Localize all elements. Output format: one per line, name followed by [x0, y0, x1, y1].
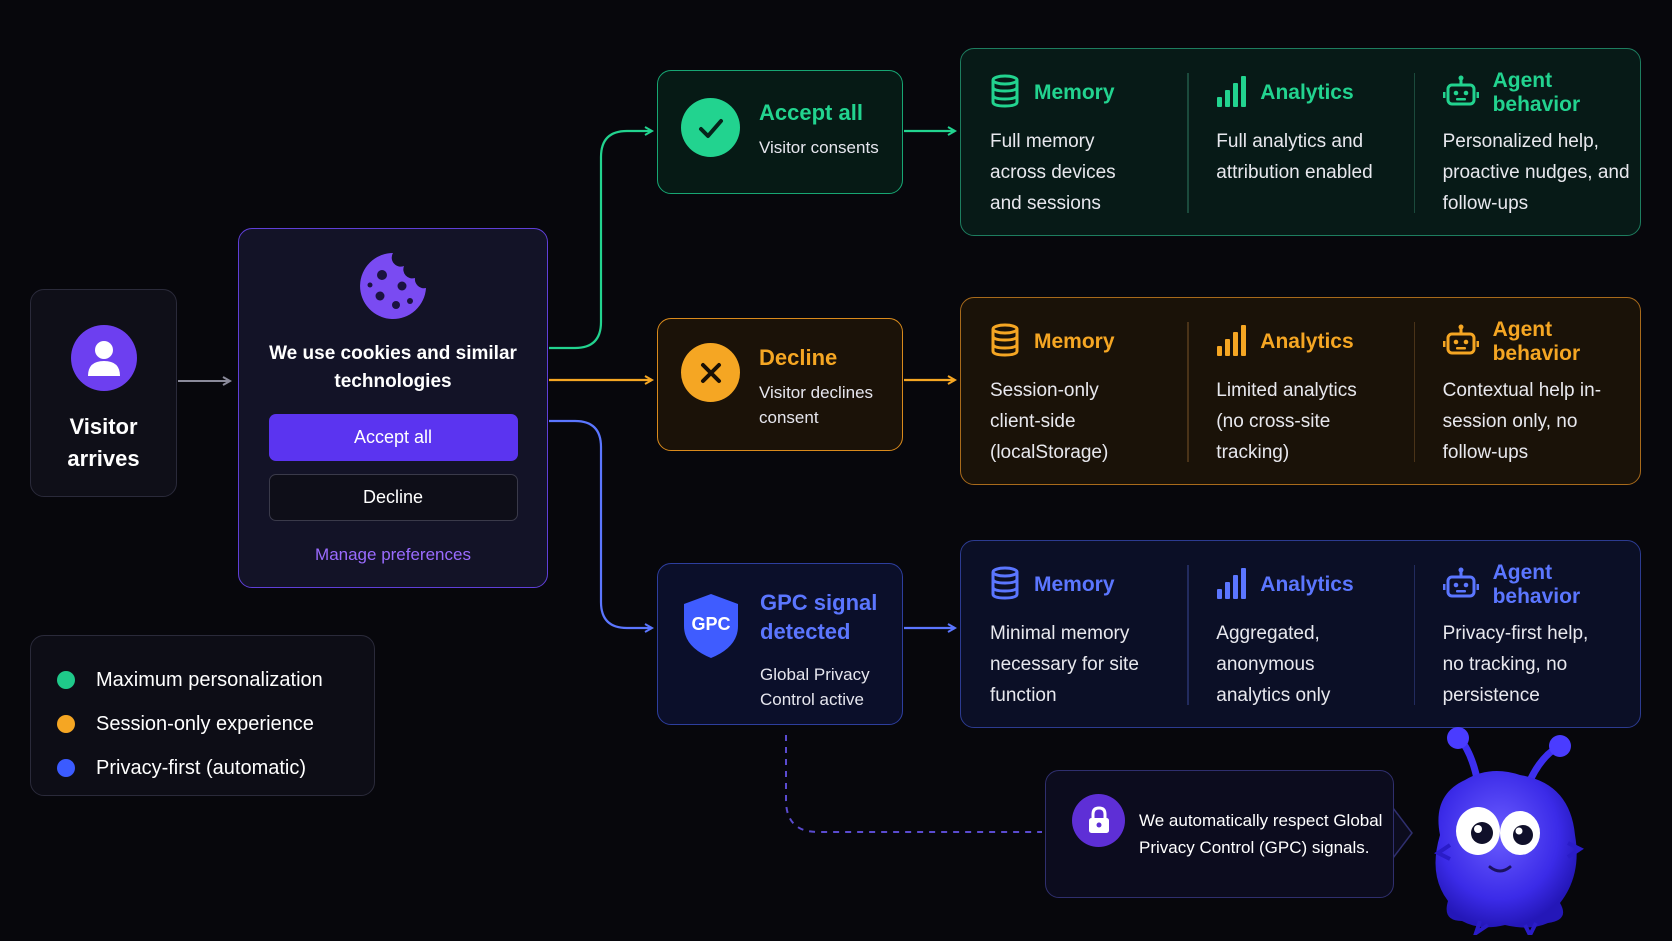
outcome-memory: Memory Session-only client-side (localSt…: [961, 298, 1187, 484]
outcome-memory: Memory Minimal memory necessary for site…: [961, 541, 1187, 727]
outcome-decline-panel: Memory Session-only client-side (localSt…: [960, 297, 1641, 485]
outcome-body: Session-only client-side (localStorage): [990, 380, 1109, 463]
x-icon: [681, 343, 740, 402]
database-icon: [990, 74, 1020, 113]
decision-subtitle: Visitor declines consent: [759, 383, 874, 427]
outcome-gpc-panel: Memory Minimal memory necessary for site…: [960, 540, 1641, 728]
legend-item: Privacy-first (automatic): [57, 746, 374, 790]
decision-subtitle: Visitor consents: [759, 138, 879, 157]
outcome-analytics: Analytics Aggregated, anonymous analytic…: [1187, 541, 1413, 727]
visitor-label-line1: Visitor: [69, 414, 138, 439]
outcome-body: Limited analytics (no cross-site trackin…: [1216, 380, 1357, 463]
robot-icon: [1442, 324, 1480, 361]
outcome-body: Full analytics and attribution enabled: [1216, 131, 1373, 183]
gpc-note: We automatically respect Global Privacy …: [1045, 770, 1394, 898]
decision-title: Decline: [759, 345, 838, 370]
cookie-icon: [358, 251, 428, 326]
gpc-note-text: We automatically respect Global Privacy …: [1139, 811, 1383, 857]
outcome-title: Memory: [1034, 573, 1115, 596]
outcome-title: Analytics: [1260, 330, 1354, 353]
lock-icon: [1072, 793, 1125, 847]
outcome-analytics: Analytics Limited analytics (no cross-si…: [1187, 298, 1413, 484]
outcome-title: Memory: [1034, 330, 1115, 353]
decision-decline: Decline Visitor declines consent: [657, 318, 903, 451]
legend-item: Maximum personalization: [57, 658, 374, 702]
outcome-body: Personalized help, proactive nudges, and…: [1442, 131, 1630, 214]
mascot-illustration: [1420, 725, 1590, 940]
bar-chart-icon: [1216, 324, 1247, 361]
legend: Maximum personalization Session-only exp…: [30, 635, 375, 796]
outcome-agent: Agent behavior Personalized help, proact…: [1413, 49, 1640, 235]
decision-title: GPC signal detected: [760, 590, 878, 644]
outcome-body: Minimal memory necessary for site functi…: [990, 623, 1139, 706]
dashed-gpc-to-note: [785, 735, 1042, 833]
decision-subtitle: Global Privacy Control active: [760, 665, 870, 709]
outcome-agent: Agent behavior Privacy-first help, no tr…: [1413, 541, 1640, 727]
outcome-memory: Memory Full memory across devices and se…: [961, 49, 1187, 235]
note-tail: [1392, 807, 1413, 859]
outcome-title: Analytics: [1260, 573, 1354, 596]
outcome-title: Agent behavior: [1492, 69, 1581, 116]
legend-label: Privacy-first (automatic): [96, 756, 307, 779]
arrow-consent-to-accept: [549, 131, 652, 350]
consent-message: We use cookies and similar technologies: [269, 343, 517, 392]
user-icon: [70, 325, 137, 391]
cookie-consent-card: We use cookies and similar technologies …: [238, 228, 548, 588]
legend-label: Maximum personalization: [96, 668, 323, 691]
outcome-analytics: Analytics Full analytics and attribution…: [1187, 49, 1413, 235]
decision-accept: Accept all Visitor consents: [657, 70, 903, 194]
robot-icon: [1442, 75, 1480, 112]
shield-icon: GPC: [681, 592, 741, 660]
outcome-body: Aggregated, anonymous analytics only: [1216, 623, 1331, 706]
outcome-body: Privacy-first help, no tracking, no pers…: [1442, 623, 1589, 706]
legend-dot-blue: [57, 759, 75, 777]
arrow-consent-to-gpc: [549, 419, 652, 628]
check-icon: [681, 98, 740, 157]
outcome-body: Contextual help in-session only, no foll…: [1442, 380, 1602, 463]
decision-title: Accept all: [759, 100, 863, 125]
outcome-title: Memory: [1034, 81, 1115, 104]
manage-preferences-link[interactable]: Manage preferences: [315, 545, 471, 564]
database-icon: [990, 566, 1020, 605]
database-icon: [990, 323, 1020, 362]
legend-item: Session-only experience: [57, 702, 374, 746]
legend-dot-orange: [57, 715, 75, 733]
accept-all-button[interactable]: Accept all: [268, 414, 518, 461]
robot-icon: [1442, 567, 1480, 604]
decision-gpc: GPC GPC signal detected Global Privacy C…: [657, 563, 903, 725]
outcome-title: Agent behavior: [1492, 318, 1581, 365]
legend-dot-green: [57, 671, 75, 689]
decline-button[interactable]: Decline: [268, 474, 518, 521]
gpc-badge-text: GPC: [691, 614, 731, 634]
bar-chart-icon: [1216, 567, 1247, 604]
visitor-label-line2: arrives: [67, 446, 140, 471]
legend-label: Session-only experience: [96, 712, 314, 735]
bar-chart-icon: [1216, 75, 1247, 112]
visitor-label: Visitor arrives: [67, 411, 139, 475]
outcome-body: Full memory across devices and sessions: [990, 131, 1116, 214]
outcome-agent: Agent behavior Contextual help in-sessio…: [1413, 298, 1640, 484]
outcome-title: Agent behavior: [1492, 561, 1581, 608]
visitor-node: Visitor arrives: [30, 289, 177, 497]
outcome-title: Analytics: [1260, 81, 1354, 104]
outcome-accept-panel: Memory Full memory across devices and se…: [960, 48, 1641, 236]
